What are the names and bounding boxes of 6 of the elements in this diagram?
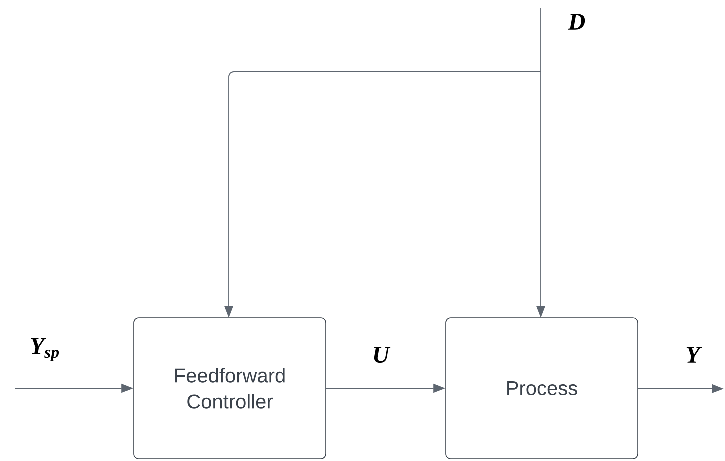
signal-label: Y$_{sp}$: [31, 338, 60, 362]
signal-label: U: [374, 347, 391, 363]
process-box: Process: [446, 318, 638, 460]
signal-label: Y: [686, 347, 702, 363]
signal-label: D: [568, 14, 586, 30]
process-box: Feedforward Controller: [134, 318, 326, 460]
